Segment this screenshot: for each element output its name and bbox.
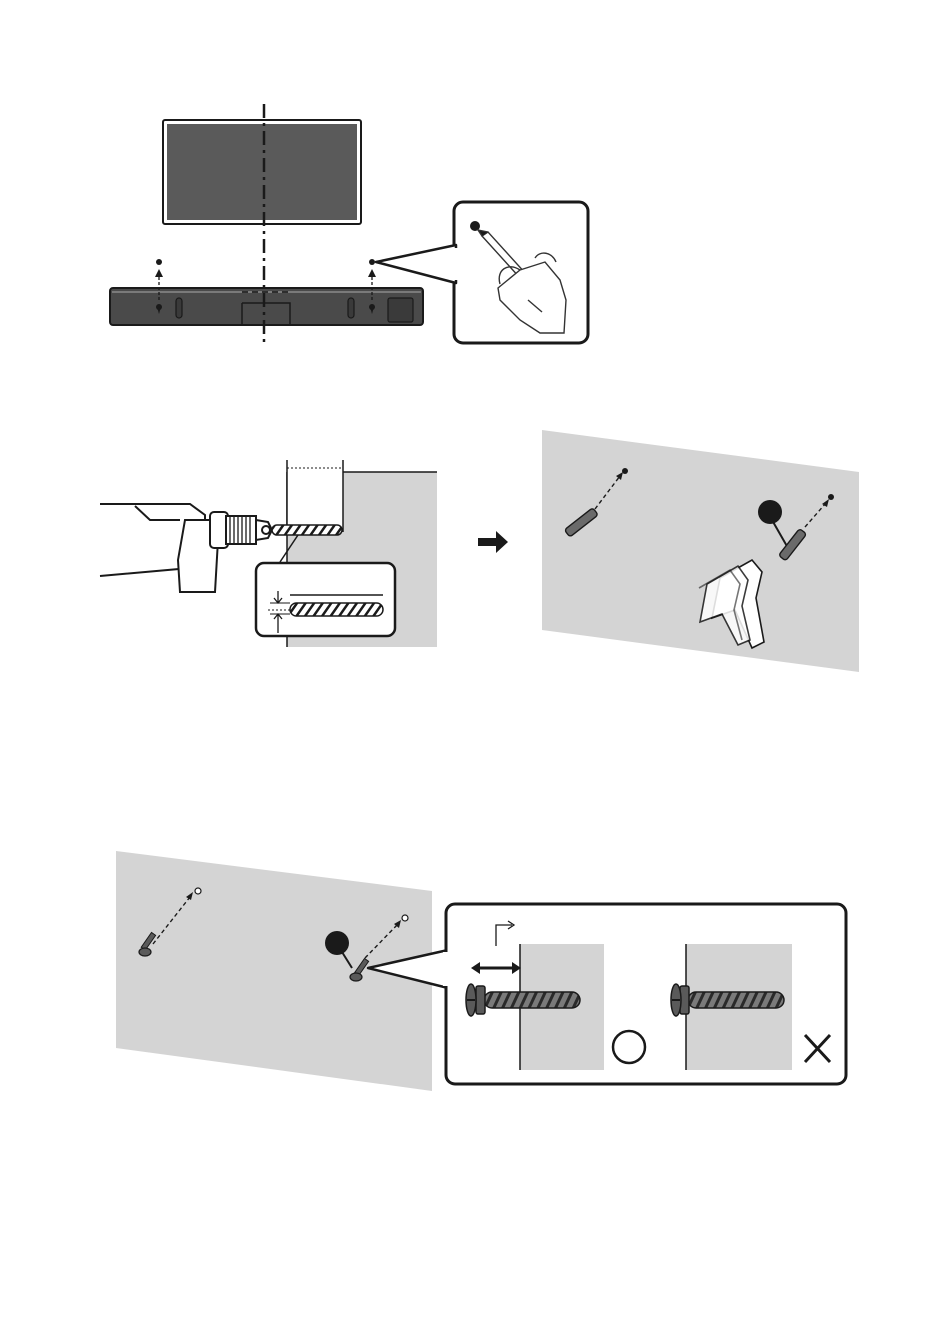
wall-anchor-panel (542, 430, 859, 672)
tv-screen (163, 120, 361, 224)
drill-icon (100, 504, 272, 592)
drill-bit (272, 525, 342, 535)
right-mark-dot (369, 259, 375, 265)
arrow-right-icon (478, 531, 508, 553)
step3-group (116, 851, 846, 1091)
left-mark-dot (156, 259, 162, 265)
step1-group (110, 104, 588, 344)
step2-group (100, 430, 859, 672)
screw-depth-callout (368, 904, 846, 1084)
soundbar (110, 288, 423, 325)
